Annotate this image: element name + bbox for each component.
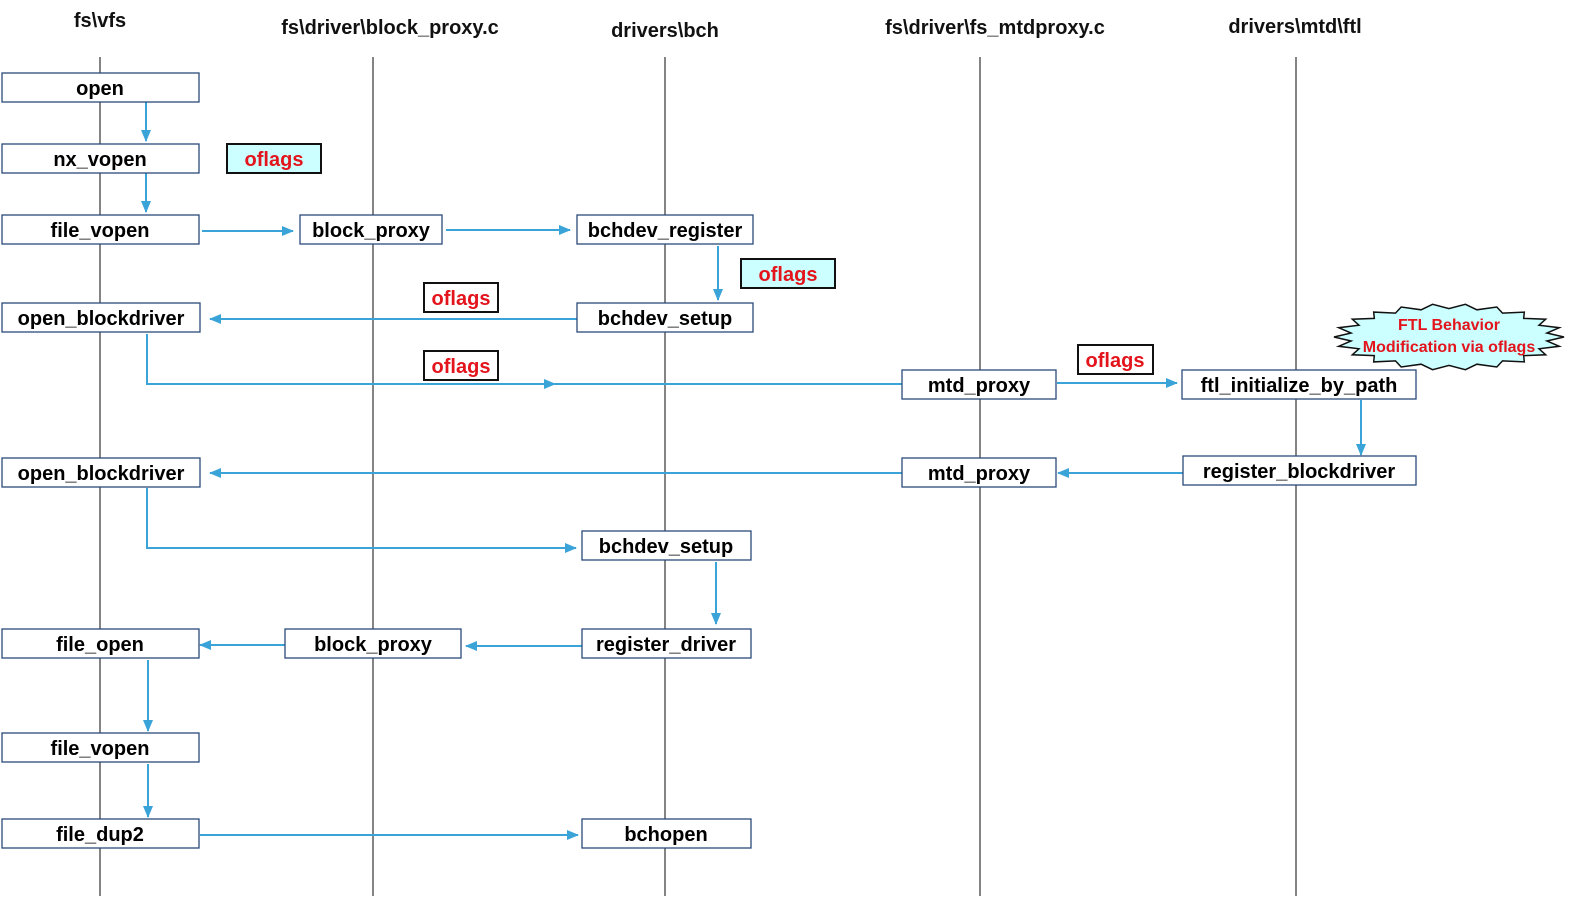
node-label: mtd_proxy	[928, 375, 1031, 397]
node-register-driver[interactable]: register_driver	[581, 628, 752, 659]
flag-text: oflags	[245, 149, 304, 171]
note-line-1: FTL Behavior	[1398, 317, 1500, 334]
lane-title-ftl: drivers\mtd\ftl	[1228, 16, 1361, 38]
node-open-blockdriver-2[interactable]: open_blockdriver	[1, 457, 201, 488]
flag-label-mtd-proxy: oflags	[1077, 344, 1154, 375]
flag-label-open-blockdriver: oflags	[423, 350, 499, 381]
node-block-proxy-2[interactable]: block_proxy	[284, 628, 462, 659]
starburst-shape	[1333, 303, 1565, 371]
flag-text: oflags	[432, 356, 491, 378]
node-label: bchdev_register	[588, 220, 743, 242]
lane-title-bch: drivers\bch	[611, 20, 719, 42]
node-block-proxy-1[interactable]: block_proxy	[299, 214, 443, 245]
node-file-vopen-2[interactable]: file_vopen	[1, 732, 200, 763]
node-nx-vopen[interactable]: nx_vopen	[1, 143, 200, 174]
node-file-vopen-1[interactable]: file_vopen	[1, 214, 200, 245]
node-label: block_proxy	[314, 634, 433, 656]
node-bchdev-setup-2[interactable]: bchdev_setup	[581, 530, 752, 561]
node-register-blockdriver[interactable]: register_blockdriver	[1182, 455, 1417, 486]
node-mtd-proxy-1[interactable]: mtd_proxy	[901, 369, 1057, 400]
node-label: mtd_proxy	[928, 463, 1031, 485]
node-open[interactable]: open	[1, 72, 200, 103]
node-label: bchopen	[624, 824, 707, 846]
node-label: register_blockdriver	[1203, 461, 1396, 483]
node-label: block_proxy	[312, 220, 431, 242]
node-bchdev-setup-1[interactable]: bchdev_setup	[576, 302, 754, 333]
node-file-dup2[interactable]: file_dup2	[1, 818, 200, 849]
lane-title-mtdproxy: fs\driver\fs_mtdproxy.c	[885, 17, 1105, 39]
node-ftl-initialize-by-path[interactable]: ftl_initialize_by_path	[1181, 369, 1417, 400]
flag-label-bchdev-register: oflags	[740, 258, 836, 289]
node-label: bchdev_setup	[599, 536, 733, 558]
node-bchopen[interactable]: bchopen	[581, 818, 752, 849]
node-label: register_driver	[596, 634, 736, 656]
node-label: file_vopen	[51, 738, 150, 760]
node-label: open_blockdriver	[18, 463, 185, 485]
lane-title-block-proxy: fs\driver\block_proxy.c	[281, 17, 499, 39]
flag-label-nx-vopen: oflags	[226, 143, 322, 174]
flag-text: oflags	[432, 288, 491, 310]
arrow-open-blockdriver-mid	[146, 334, 556, 389]
node-mtd-proxy-2[interactable]: mtd_proxy	[901, 457, 1057, 488]
arrow-open-blockdriver-to-bchdev-setup	[146, 488, 577, 553]
node-label: nx_vopen	[53, 149, 146, 171]
node-open-blockdriver-1[interactable]: open_blockdriver	[1, 302, 201, 333]
node-label: file_vopen	[51, 220, 150, 242]
node-label: bchdev_setup	[598, 308, 732, 330]
flag-label-bchdev-setup-return: oflags	[423, 282, 499, 313]
flow-arrows	[141, 102, 1366, 840]
node-label: ftl_initialize_by_path	[1201, 375, 1398, 397]
lane-title-vfs: fs\vfs	[74, 10, 126, 32]
node-label: file_dup2	[56, 824, 144, 846]
note-line-2: Modification via oflags	[1363, 339, 1536, 356]
node-label: file_open	[56, 634, 144, 656]
node-bchdev-register[interactable]: bchdev_register	[576, 214, 754, 245]
flag-text: oflags	[759, 264, 818, 286]
node-label: open	[76, 78, 124, 100]
node-label: open_blockdriver	[18, 308, 185, 330]
ftl-behavior-note: FTL Behavior Modification via oflags	[1333, 303, 1565, 371]
node-file-open[interactable]: file_open	[1, 628, 200, 659]
flag-text: oflags	[1086, 350, 1145, 372]
